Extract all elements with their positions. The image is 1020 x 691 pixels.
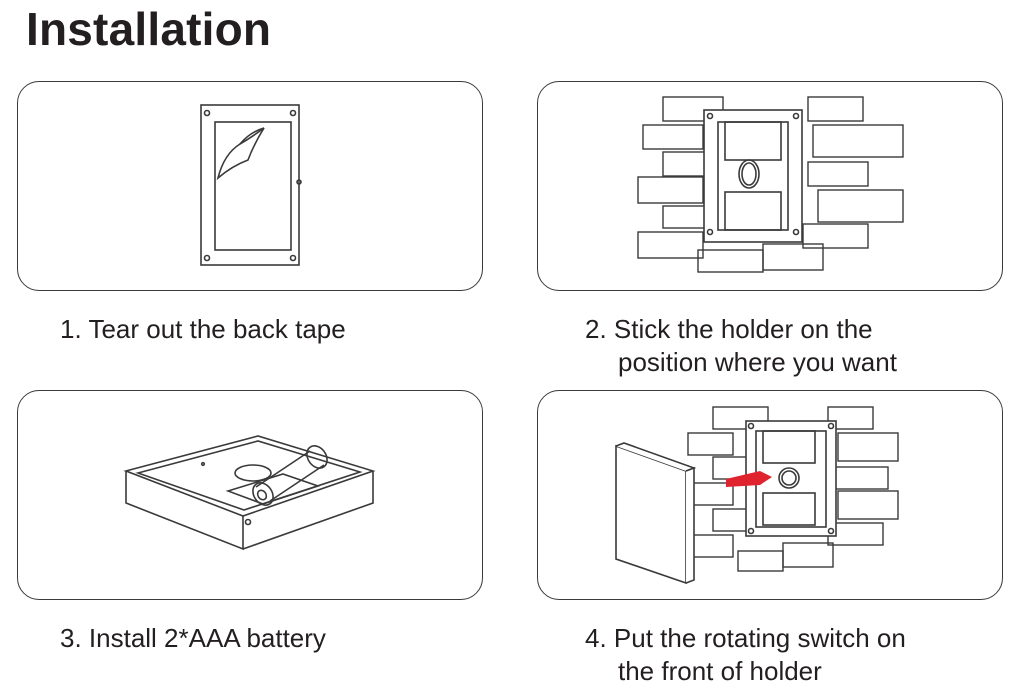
holder-with-tape-illustration [200, 104, 302, 266]
step-3-caption-line1: 3. Install 2*AAA battery [60, 623, 326, 653]
step-1-caption-line1: 1. Tear out the back tape [60, 314, 346, 344]
holder-on-wall-illustration [637, 96, 904, 273]
insert-arrow-icon [726, 471, 772, 487]
step-1-caption: 1. Tear out the back tape [60, 313, 346, 346]
step-3-caption: 3. Install 2*AAA battery [60, 622, 326, 655]
step-1-illustration-panel [17, 81, 483, 291]
step-2-caption-line1: 2. Stick the holder on the [585, 314, 873, 344]
page-title: Installation [26, 3, 272, 55]
step-4-caption: 4. Put the rotating switch on the front … [585, 622, 906, 688]
step-2-caption-line2: position where you want [618, 347, 897, 377]
step-4-caption-line2: the front of holder [618, 656, 822, 686]
step-4-caption-line1: 4. Put the rotating switch on [585, 623, 906, 653]
step-2-illustration-panel [537, 81, 1003, 291]
switch-on-holder-illustration [615, 406, 899, 585]
step-2-caption: 2. Stick the holder on the position wher… [585, 313, 897, 379]
step-4-illustration-panel [537, 390, 1003, 600]
step-3-illustration-panel [17, 390, 483, 600]
battery-install-illustration [123, 435, 376, 551]
